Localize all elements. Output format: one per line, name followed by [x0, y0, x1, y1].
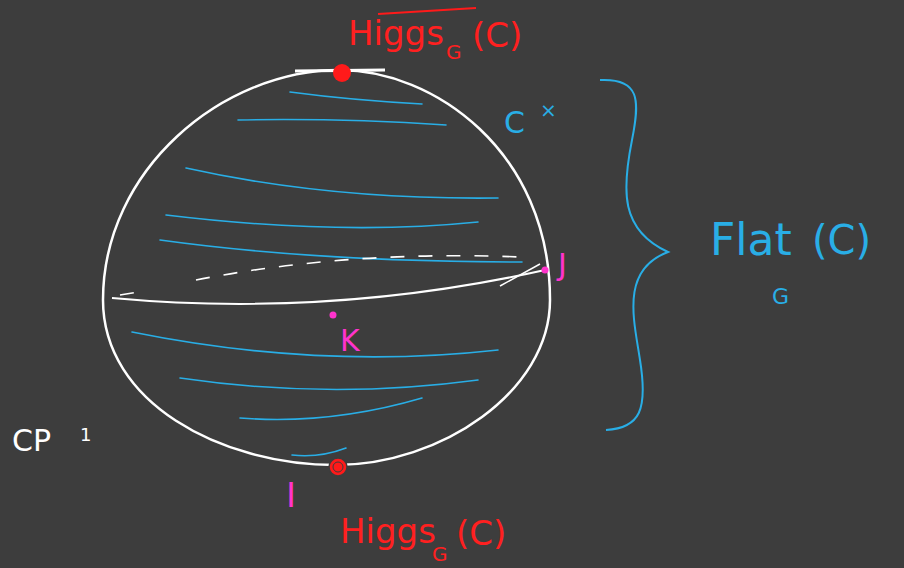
pole-dot: [329, 458, 347, 476]
overline: [378, 8, 476, 14]
subscript: G: [446, 42, 462, 62]
pole-dot: [333, 64, 351, 82]
cp1-label: CP: [12, 426, 51, 456]
flat-label: (C): [812, 220, 871, 260]
subscript: G: [772, 286, 789, 308]
flat-label: Flat: [710, 218, 792, 262]
superscript: ×: [540, 100, 557, 120]
higgs-label: (C): [456, 516, 506, 550]
higgs-label: Higgs: [340, 514, 436, 548]
equator-back: [120, 256, 520, 295]
point-dot: [542, 267, 549, 274]
point-label: I: [286, 478, 296, 512]
fiber-hatching: [132, 92, 522, 456]
brace: [600, 80, 668, 430]
higgs-label: Higgs: [348, 16, 444, 50]
point-label: J: [558, 250, 567, 280]
equator-front: [112, 270, 545, 304]
point-label: K: [340, 326, 360, 356]
subscript: G: [432, 544, 448, 564]
superscript: 1: [80, 426, 91, 444]
fiber-label: C: [504, 108, 525, 138]
sphere-outline: [103, 70, 550, 465]
point-dot: [330, 312, 337, 319]
higgs-label: (C): [472, 18, 522, 52]
